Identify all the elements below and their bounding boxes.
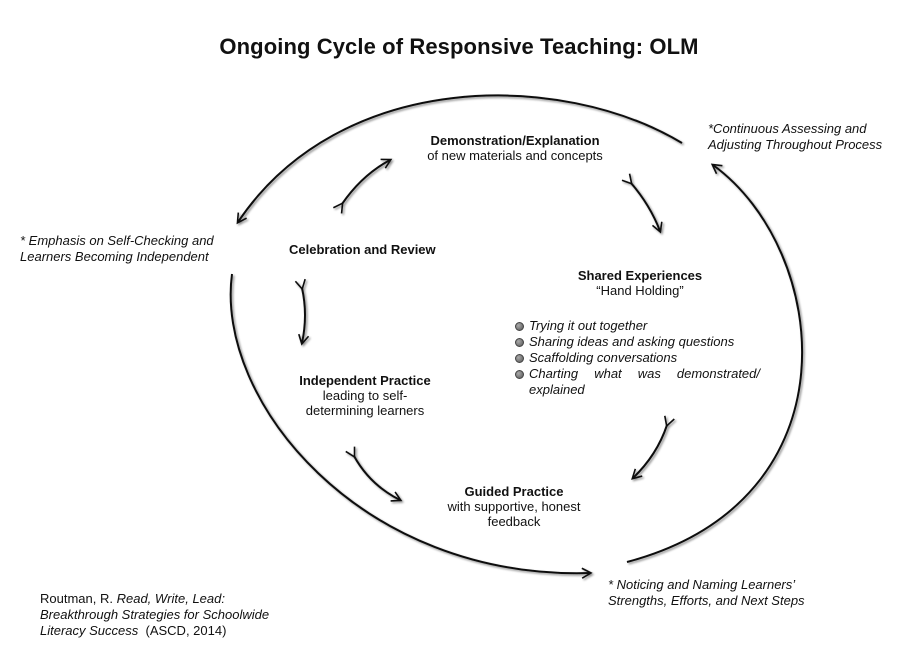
bullet-item: Charting what was demonstrated/ explaine… bbox=[515, 366, 760, 398]
node-guided-subtitle-1: with supportive, honest bbox=[447, 499, 581, 514]
bullet-dot-icon bbox=[515, 370, 524, 379]
bullet-dot-icon bbox=[515, 338, 524, 347]
bullet-item: Trying it out together bbox=[515, 318, 760, 334]
bullet-dot-icon bbox=[515, 354, 524, 363]
node-independent: Independent Practice leading to self- de… bbox=[272, 373, 458, 418]
node-independent-subtitle-2: determining learners bbox=[305, 403, 425, 418]
citation: Routman, R. Read, Write, Lead: Breakthro… bbox=[40, 591, 340, 639]
arrow-demonstration-shared bbox=[621, 173, 663, 234]
node-demonstration-subtitle: of new materials and concepts bbox=[427, 148, 603, 163]
bullet-item: Scaffolding conversations bbox=[515, 350, 760, 366]
node-shared-subtitle: “Hand Holding” bbox=[596, 283, 684, 298]
diagram-title: Ongoing Cycle of Responsive Teaching: OL… bbox=[219, 34, 699, 59]
node-celebration-title: Celebration and Review bbox=[289, 242, 436, 257]
node-demonstration: Demonstration/Explanation of new materia… bbox=[390, 133, 640, 163]
node-shared: Shared Experiences “Hand Holding” bbox=[555, 268, 725, 298]
citation-book-line3: Literacy Success bbox=[40, 623, 139, 638]
citation-book-line1: Read, Write, Lead: bbox=[116, 591, 225, 606]
node-demonstration-title: Demonstration/Explanation bbox=[430, 133, 600, 148]
bullet-item: Sharing ideas and asking questions bbox=[515, 334, 760, 350]
node-independent-subtitle-1: leading to self- bbox=[322, 388, 408, 403]
arc-top-arrow bbox=[236, 94, 683, 225]
note-noticing-naming: * Noticing and Naming Learners’ Strength… bbox=[608, 577, 805, 608]
citation-author: Routman, R. bbox=[40, 591, 117, 606]
note-continuous-assessing: *Continuous Assessing and Adjusting Thro… bbox=[708, 121, 883, 152]
node-shared-title: Shared Experiences bbox=[577, 268, 703, 283]
citation-publisher: (ASCD, 2014) bbox=[145, 623, 227, 638]
node-guided-title: Guided Practice bbox=[464, 484, 564, 499]
node-guided-subtitle-2: feedback bbox=[487, 514, 541, 529]
arrow-celebration-demonstration bbox=[332, 158, 393, 214]
node-independent-title: Independent Practice bbox=[299, 373, 431, 388]
arrow-independent-guided bbox=[345, 446, 403, 502]
arrow-celebration-independent bbox=[294, 278, 310, 346]
arrow-shared-guided bbox=[631, 415, 675, 480]
citation-book-line2: Breakthrough Strategies for Schoolwide bbox=[40, 607, 270, 622]
arc-left-arrow bbox=[229, 273, 593, 579]
bullet-dot-icon bbox=[515, 322, 524, 331]
arc-right-arrow bbox=[626, 163, 804, 563]
node-guided: Guided Practice with supportive, honest … bbox=[428, 484, 600, 529]
shared-bullet-list: Trying it out together Sharing ideas and… bbox=[515, 318, 760, 398]
note-self-checking: * Emphasis on Self-Checking and Learners… bbox=[20, 233, 214, 264]
